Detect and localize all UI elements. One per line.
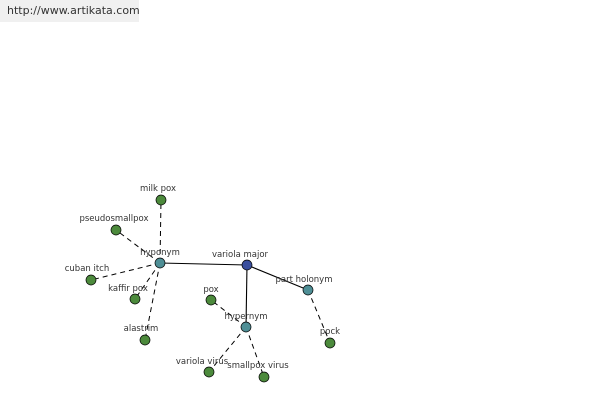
node-label-variola-virus: variola virus	[176, 357, 229, 367]
node-circle-pox[interactable]	[205, 294, 217, 306]
node-part-holonym[interactable]: part holonym	[276, 275, 333, 296]
node-circle-kaffir-pox[interactable]	[129, 293, 141, 305]
edge-hyponym-to-kaffir-pox	[134, 262, 161, 300]
node-pock[interactable]: pock	[320, 327, 340, 349]
node-pseudosmallpox[interactable]: pseudosmallpox	[79, 214, 149, 236]
node-circle-pseudosmallpox[interactable]	[110, 224, 122, 236]
node-circle-variola-virus[interactable]	[203, 366, 215, 378]
node-circle-hyponym[interactable]	[154, 257, 166, 269]
edges-layer	[90, 199, 331, 378]
node-label-hyponym: hyponym	[140, 248, 180, 258]
node-kaffir-pox[interactable]: kaffir pox	[108, 284, 148, 305]
node-label-part-holonym: part holonym	[276, 275, 333, 285]
edge-hyponym-to-alastrim	[144, 262, 161, 341]
node-label-kaffir-pox: kaffir pox	[108, 284, 148, 294]
edge-variola-major-to-part-holonym	[246, 264, 309, 291]
edge-hypernym-to-pox	[210, 299, 247, 328]
node-label-pock: pock	[320, 327, 340, 337]
node-label-alastrim: alastrim	[124, 324, 159, 334]
node-circle-part-holonym[interactable]	[302, 284, 314, 296]
node-circle-variola-major[interactable]	[241, 259, 253, 271]
node-circle-milk-pox[interactable]	[155, 194, 167, 206]
source-url-link[interactable]: http://www.artikata.com	[0, 0, 140, 22]
node-label-smallpox-virus: smallpox virus	[227, 361, 289, 371]
nodes-layer: variola major hyponym hypernym part holonym…	[65, 184, 340, 383]
node-hyponym[interactable]: hyponym	[140, 248, 180, 269]
node-hypernym[interactable]: hypernym	[224, 312, 268, 333]
node-label-pox: pox	[203, 285, 218, 295]
node-milk-pox[interactable]: milk pox	[140, 184, 176, 206]
node-alastrim[interactable]: alastrim	[124, 324, 159, 346]
edge-hypernym-to-variola-virus	[208, 326, 247, 373]
node-smallpox-virus[interactable]: smallpox virus	[227, 361, 289, 383]
node-label-hypernym: hypernym	[224, 312, 267, 322]
node-circle-alastrim[interactable]	[139, 334, 151, 346]
edge-hyponym-to-pseudosmallpox	[115, 229, 161, 264]
node-pox[interactable]: pox	[203, 285, 219, 306]
node-circle-hypernym[interactable]	[240, 321, 252, 333]
node-circle-pock[interactable]	[324, 337, 336, 349]
node-variola-major[interactable]: variola major	[212, 250, 269, 271]
node-label-cuban-itch: cuban itch	[65, 264, 110, 274]
node-label-milk-pox: milk pox	[140, 184, 176, 194]
edge-hyponym-to-milk-pox	[159, 199, 162, 264]
node-circle-cuban-itch[interactable]	[85, 274, 97, 286]
node-label-variola-major: variola major	[212, 250, 269, 260]
edge-hyponym-to-cuban-itch	[90, 262, 161, 281]
node-label-pseudosmallpox: pseudosmallpox	[79, 214, 148, 224]
edge-variola-major-to-hypernym	[245, 264, 248, 328]
edge-variola-major-to-hyponym	[159, 262, 248, 266]
node-circle-smallpox-virus[interactable]	[258, 371, 270, 383]
edge-part-holonym-to-pock	[307, 289, 331, 344]
node-variola-virus[interactable]: variola virus	[176, 357, 229, 378]
node-cuban-itch[interactable]: cuban itch	[65, 264, 110, 286]
